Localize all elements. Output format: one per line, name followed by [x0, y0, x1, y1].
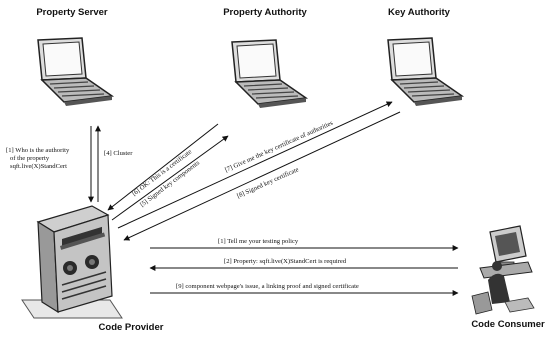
- key-authority-laptop-icon: [388, 38, 462, 106]
- arrow-8: [124, 112, 400, 240]
- message-1-line3: sqft.live(X)StandCert: [10, 163, 67, 170]
- property-authority-title: Property Authority: [223, 7, 307, 18]
- message-8: [8] Signed key certificate: [236, 166, 300, 200]
- code-consumer-title: Code Consumer: [471, 319, 545, 330]
- message-1b: [1] Tell me your testing policy: [218, 238, 299, 245]
- property-authority-laptop-icon: [232, 40, 306, 108]
- code-provider-title: Code Provider: [99, 322, 164, 333]
- property-server-laptop-icon: [38, 38, 112, 106]
- message-9: [9] component webpage's issue, a linking…: [176, 283, 359, 290]
- message-1-line1: [1] Who is the authority: [6, 147, 70, 154]
- key-authority-title: Key Authority: [388, 7, 451, 18]
- message-4: [4] Cluster: [104, 150, 133, 157]
- code-consumer-computer-icon: [472, 226, 534, 314]
- arrow-7: [118, 102, 392, 228]
- code-provider-server-icon: [22, 206, 122, 318]
- message-2: [2] Property: sqft.live(X)StandCert is r…: [224, 258, 347, 265]
- message-7: [7] Give me the key certificate of autho…: [224, 120, 334, 174]
- message-1-line2: of the property: [10, 155, 50, 162]
- property-server-title: Property Server: [36, 7, 108, 18]
- arrow-5: [112, 136, 228, 220]
